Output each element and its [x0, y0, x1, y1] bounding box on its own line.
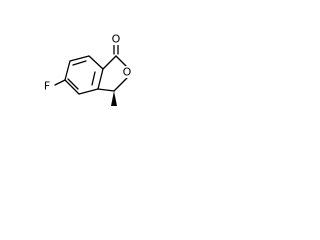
bond-ring-double-inner-2	[67, 78, 79, 90]
bond-ring-double-inner-1	[91, 71, 96, 86]
bond-ring-c5-c6	[69, 55, 90, 62]
bond-ring-o-stereocenter	[113, 77, 128, 92]
wedge-methyl-bond	[111, 91, 117, 106]
bond-ring-c1-c2	[97, 68, 104, 90]
bond-carbonyl-c-ring-o	[115, 55, 128, 68]
bond-ring-c6-c1	[88, 55, 104, 70]
molecule-structure: O O F	[41, 33, 133, 106]
fluorine-bg	[41, 80, 53, 92]
ring-oxygen-bg	[121, 66, 133, 78]
bond-c1-carbonyl-carbon	[102, 55, 117, 70]
bond-ring-double-inner-3	[72, 60, 87, 66]
atom-label-ring-oxygen: O	[123, 66, 132, 79]
bond-ring-c3-c4	[64, 79, 80, 95]
atom-label-fluorine: F	[44, 80, 50, 93]
bond-stereocenter-c2	[97, 88, 115, 92]
bond-c4-fluorine	[54, 79, 66, 86]
bond-ring-c2-c3	[78, 88, 99, 95]
bond-ring-c4-c5	[64, 60, 71, 81]
carbonyl-oxygen-bg	[110, 33, 122, 45]
atom-label-carbonyl-oxygen: O	[112, 33, 121, 46]
